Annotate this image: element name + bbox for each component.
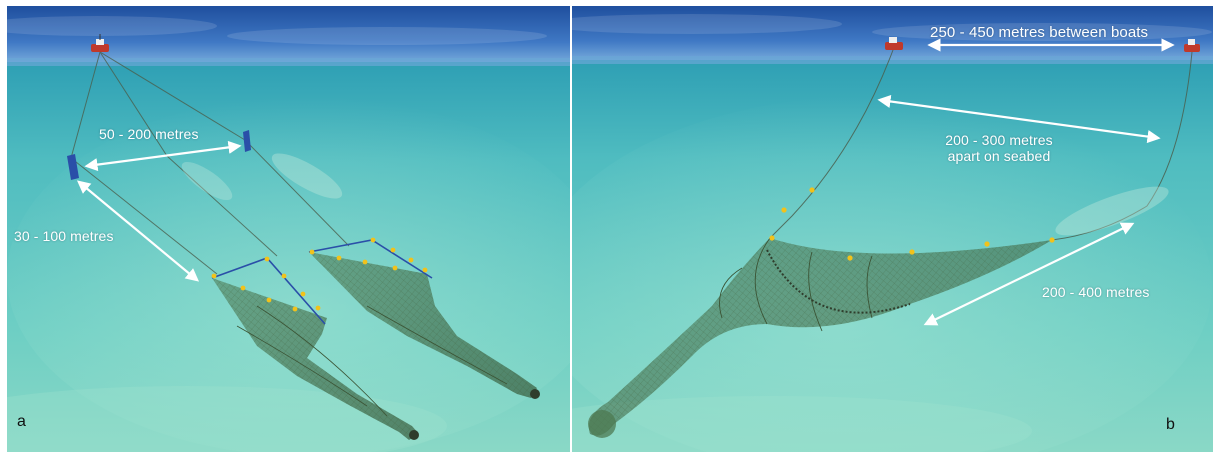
panel-letter-a: a bbox=[17, 413, 26, 431]
seabed-spacing-line1: 200 - 300 metres bbox=[924, 132, 1074, 148]
panel-a-twin-trawl: 50 - 200 metres 30 - 100 metres a bbox=[7, 6, 570, 452]
panel-b-pair-trawl: 250 - 450 metres between boats 200 - 300… bbox=[572, 6, 1213, 452]
seabed-spacing-label: 200 - 300 metres apart on seabed bbox=[924, 132, 1074, 164]
panel-letter-b: b bbox=[1166, 416, 1175, 434]
boat-spacing-label: 250 - 450 metres between boats bbox=[930, 24, 1148, 41]
seabed-spacing-line2: apart on seabed bbox=[924, 148, 1074, 164]
panel-b-scene bbox=[572, 6, 1213, 452]
sweep-length-label: 200 - 400 metres bbox=[1042, 284, 1149, 300]
door-spacing-label: 50 - 200 metres bbox=[99, 126, 199, 142]
sweep-length-label: 30 - 100 metres bbox=[14, 228, 114, 244]
